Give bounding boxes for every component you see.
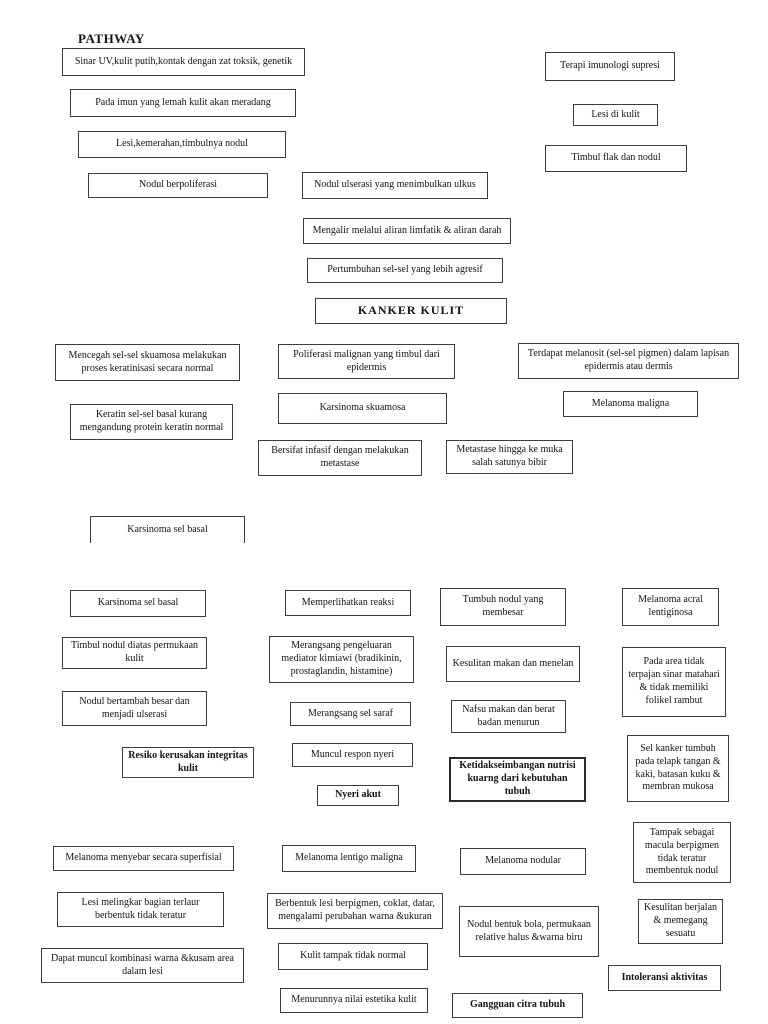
flow-box-lesi-kemerahan: Lesi,kemerahan,timbulnya nodul	[78, 131, 286, 158]
flow-box-pertumbuhan-agresif: Pertumbuhan sel-sel yang lebih agresif	[307, 258, 503, 283]
flow-box-kulit-tidak-normal: Kulit tampak tidak normal	[278, 943, 428, 970]
flow-box-mencegah-keratinisasi: Mencegah sel-sel skuamosa melakukan pros…	[55, 344, 240, 381]
flow-box-kombinasi-warna: Dapat muncul kombinasi warna &kusam area…	[41, 948, 244, 983]
flow-box-macula-berpigmen: Tampak sebagai macula berpigmen tidak te…	[633, 822, 731, 883]
flow-box-terapi-imunologi: Terapi imunologi supresi	[545, 52, 675, 81]
flow-box-sel-kanker-telapak: Sel kanker tumbuh pada telapk tangan & k…	[627, 735, 729, 802]
flow-box-timbul-nodul-permukaan: Timbul nodul diatas permukaan kulit	[62, 637, 207, 669]
flow-box-nodul-berpoliferasi: Nodul berpoliferasi	[88, 173, 268, 198]
flow-box-keratin-basal: Keratin sel-sel basal kurang mengandung …	[70, 404, 233, 440]
flow-box-karsinoma-sel-basal-2: Karsinoma sel basal	[70, 590, 206, 617]
flow-box-nodul-bertambah: Nodul bertambah besar dan menjadi ulsera…	[62, 691, 207, 726]
page-title: PATHWAY	[78, 31, 145, 46]
flow-box-mengalir-limfatik: Mengalir melalui aliran limfatik & alira…	[303, 218, 511, 244]
flow-box-nodul-bentuk-bola: Nodul bentuk bola, permukaan relative ha…	[459, 906, 599, 957]
flow-box-terdapat-melanosit: Terdapat melanosit (sel-sel pigmen) dala…	[518, 343, 739, 379]
flow-box-gangguan-citra-tubuh: Gangguan citra tubuh	[452, 993, 583, 1018]
flow-box-muncul-respon-nyeri: Muncul respon nyeri	[292, 743, 413, 767]
flow-box-melanoma-maligna: Melanoma maligna	[563, 391, 698, 417]
flow-box-lesi-berpigmen: Berbentuk lesi berpigmen, coklat, datar,…	[267, 893, 443, 929]
flow-box-nafsu-makan: Nafsu makan dan berat badan menurun	[451, 700, 566, 733]
flow-box-lesi-melingkar: Lesi melingkar bagian terlaur berbentuk …	[57, 892, 224, 927]
flow-box-kanker-kulit: KANKER KULIT	[315, 298, 507, 324]
flow-box-timbul-flak: Timbul flak dan nodul	[545, 145, 687, 172]
flow-box-kesulitan-berjalan: Kesulitan berjalan & memegang sesuatu	[638, 899, 723, 944]
flow-box-melanoma-lentigo: Melanoma lentigo maligna	[282, 845, 416, 872]
flow-box-kesulitan-makan: Kesulitan makan dan menelan	[446, 646, 580, 682]
flow-box-nodul-ulserasi: Nodul ulserasi yang menimbulkan ulkus	[302, 172, 488, 199]
flow-box-bersifat-infasif: Bersifat infasif dengan melakukan metast…	[258, 440, 422, 476]
flow-box-sinar-uv: Sinar UV,kulit putih,kontak dengan zat t…	[62, 48, 305, 76]
flow-box-lesi-di-kulit: Lesi di kulit	[573, 104, 658, 126]
flow-box-intoleransi-aktivitas: Intoleransi aktivitas	[608, 965, 721, 991]
flow-box-poliferasi-malignan: Poliferasi malignan yang timbul dari epi…	[278, 344, 455, 379]
flow-box-metastase-muka: Metastase hingga ke muka salah satunya b…	[446, 440, 573, 474]
flow-box-melanoma-acral: Melanoma acral lentiginosa	[622, 588, 719, 626]
flow-box-mediator-kimiawi: Merangsang pengeluaran mediator kimiawi …	[269, 636, 414, 683]
flow-box-memperlihatkan-reaksi: Memperlihatkan reaksi	[285, 590, 411, 616]
flow-box-resiko-kerusakan-integritas: Resiko kerusakan integritas kulit	[122, 747, 254, 778]
flow-box-melanoma-superfisial: Melanoma menyebar secara superfisial	[53, 846, 234, 871]
flow-box-area-tidak-terpajan: Pada area tidak terpajan sinar matahari …	[622, 647, 726, 717]
flow-box-pada-imun: Pada imun yang lemah kulit akan meradang	[70, 89, 296, 117]
flow-box-merangsang-sel-saraf: Merangsang sel saraf	[290, 702, 411, 726]
flow-box-nilai-estetika: Menurunnya nilai estetika kulit	[280, 988, 428, 1013]
flow-box-nyeri-akut: Nyeri akut	[317, 785, 399, 806]
flow-box-karsinoma-skuamosa: Karsinoma skuamosa	[278, 393, 447, 424]
flow-box-karsinoma-sel-basal-1: Karsinoma sel basal	[90, 516, 245, 543]
flow-box-tumbuh-nodul: Tumbuh nodul yang membesar	[440, 588, 566, 626]
flow-box-ketidakseimbangan-nutrisi: Ketidakseimbangan nutrisi kuarng dari ke…	[449, 757, 586, 802]
flow-box-melanoma-nodular: Melanoma nodular	[460, 848, 586, 875]
